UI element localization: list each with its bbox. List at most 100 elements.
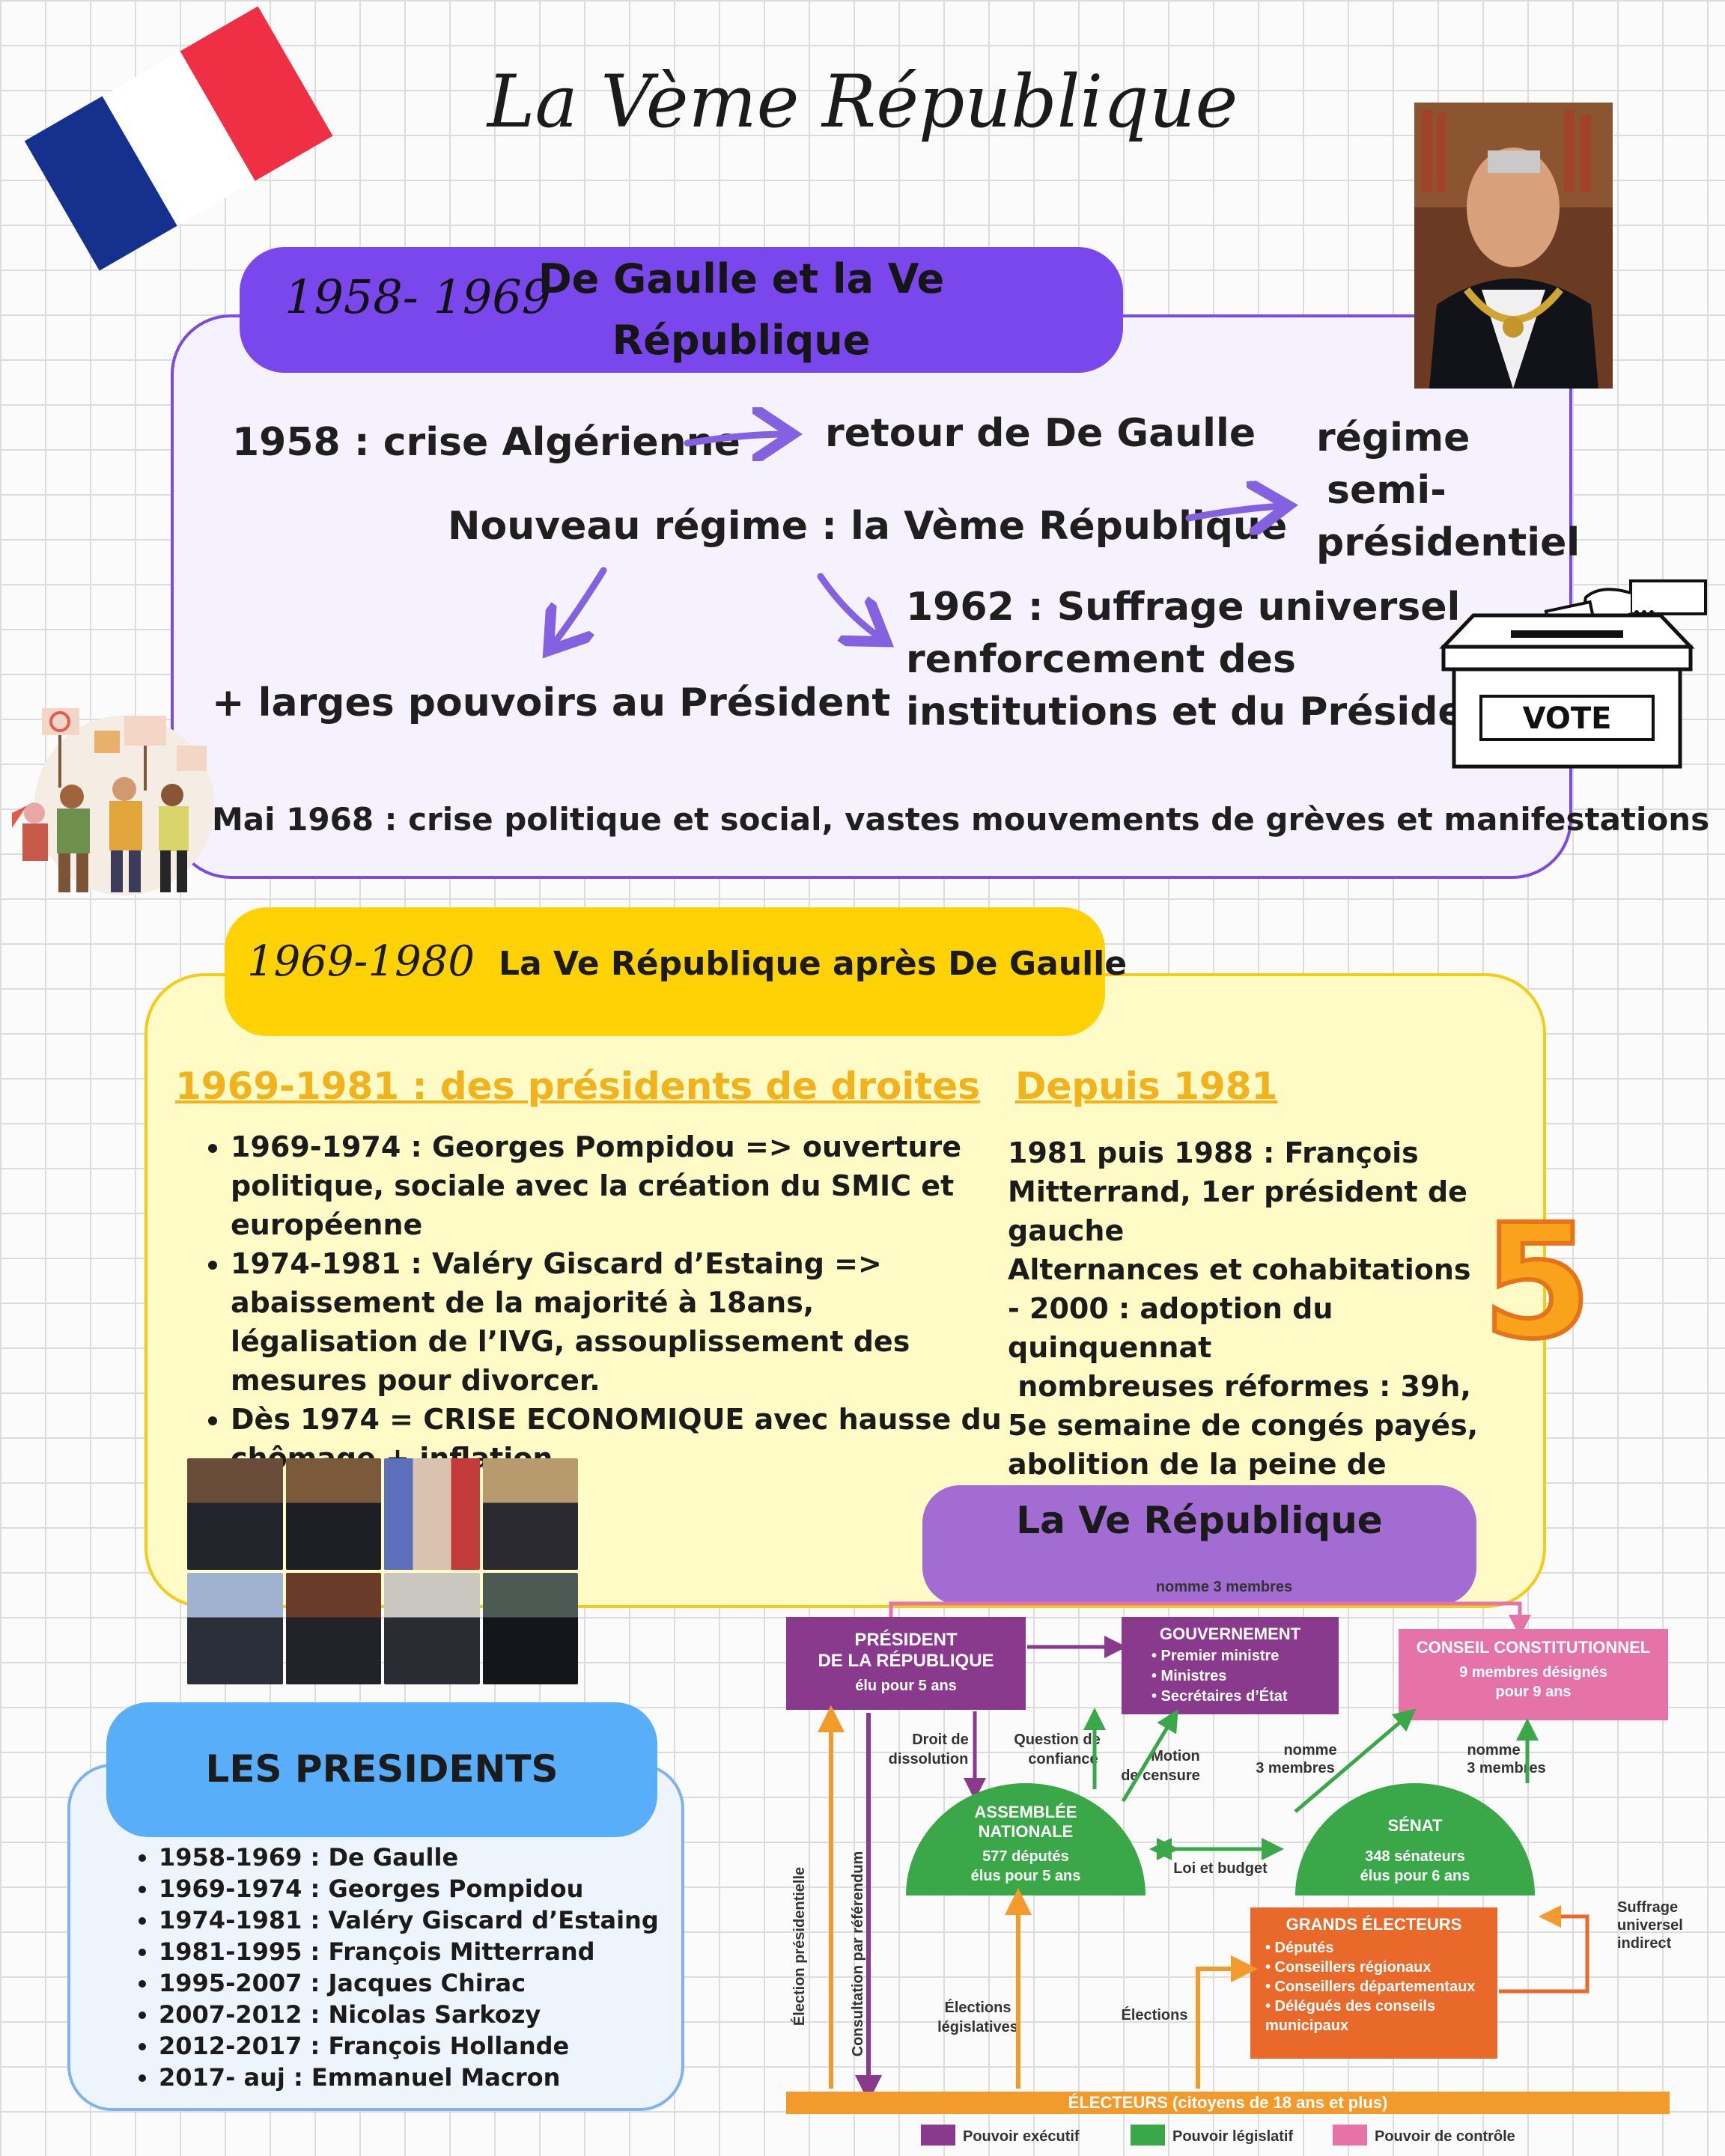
conseil-constitutionnel-box <box>1399 1629 1668 1720</box>
legend-swatch-legislatif <box>1131 2125 1165 2146</box>
text-line: 1981 puis 1988 : François Mitterrand, 1e… <box>1008 1136 1478 1247</box>
de-gaulle-portrait <box>1414 103 1613 389</box>
svg-text:577 députés: 577 députés <box>982 1848 1069 1865</box>
svg-text:nomme: nomme <box>1467 1742 1520 1758</box>
svg-text:• Députés: • Députés <box>1265 1940 1333 1956</box>
page-title: La Vème République <box>487 60 1238 144</box>
grands-electeurs-box <box>1250 1907 1497 2059</box>
svg-text:SÉNAT: SÉNAT <box>1388 1816 1443 1835</box>
portrait-photo <box>285 1458 381 1570</box>
list-item: Dès 1974 = CRISE ECONOMIQUE avec hausse … <box>231 1400 1009 1478</box>
text-line: - 2000 : adoption du quinquennat <box>1008 1292 1343 1364</box>
svg-text:Loi et budget: Loi et budget <box>1173 1860 1268 1877</box>
portrait-photo <box>187 1573 283 1684</box>
svg-text:Élections: Élections <box>1122 2006 1188 2023</box>
senat-shape <box>1295 1783 1535 1895</box>
vote-label: VOTE <box>1523 701 1612 736</box>
diagram-header <box>922 1485 1476 1605</box>
assemblee-nationale-shape <box>906 1783 1146 1895</box>
svg-text:municipaux: municipaux <box>1265 2018 1348 2034</box>
svg-text:ASSEMBLÉE: ASSEMBLÉE <box>975 1803 1077 1821</box>
svg-text:• Délégués des conseils: • Délégués des conseils <box>1265 1998 1435 2015</box>
right-presidents-heading: 1969-1981 : des présidents de droites <box>175 1065 980 1108</box>
presidents-list: 1958-1969 : De Gaulle 1969-1974 : George… <box>129 1842 683 2093</box>
section-after-de-gaulle-header <box>225 907 1105 1036</box>
svg-text:Pouvoir de contrôle: Pouvoir de contrôle <box>1375 2128 1515 2145</box>
svg-text:CONSEIL CONSTITUTIONNEL: CONSEIL CONSTITUTIONNEL <box>1417 1638 1651 1657</box>
section-after-de-gaulle-years: 1969-1980 <box>247 937 475 986</box>
suffrage-text: 1962 : Suffrage universel renforcement d… <box>906 585 1511 734</box>
legend-swatch-executif <box>921 2125 955 2146</box>
list-item: 1974-1981 : Valéry Giscard d’Estaing => … <box>231 1244 1009 1400</box>
svg-text:• Ministres: • Ministres <box>1151 1668 1226 1684</box>
electeurs-bar <box>786 2092 1670 2114</box>
svg-text:élu pour 5 ans: élu pour 5 ans <box>855 1678 957 1694</box>
svg-text:Suffrage: Suffrage <box>1617 1899 1678 1916</box>
election-presidentielle-label: Élection présidentielle <box>791 1867 808 2026</box>
portrait-photo <box>187 1458 283 1570</box>
new-regime-text: Nouveau régime : la Vème République <box>448 504 1288 549</box>
vote-ballot-icon: VOTE <box>1439 579 1707 769</box>
svg-text:Pouvoir législatif: Pouvoir législatif <box>1172 2128 1293 2145</box>
portrait-photo <box>482 1458 578 1570</box>
gouvernement-box <box>1122 1617 1339 1714</box>
list-item: 1981-1995 : François Mitterrand <box>159 1936 683 1967</box>
text-line: nombreuses réformes : 39h, 5e semaine de… <box>1008 1370 1479 1520</box>
svg-text:DE LA RÉPUBLIQUE: DE LA RÉPUBLIQUE <box>818 1650 994 1671</box>
svg-text:3 membres: 3 membres <box>1467 1760 1546 1776</box>
portrait-photo <box>384 1458 480 1570</box>
portrait-photo <box>285 1573 381 1684</box>
presidents-title: LES PRESIDENTS <box>205 1747 559 1791</box>
svg-text:GRANDS ÉLECTEURS: GRANDS ÉLECTEURS <box>1286 1915 1462 1934</box>
french-flag-icon <box>24 6 333 271</box>
svg-text:• Secrétaires d’État: • Secrétaires d’État <box>1151 1687 1288 1705</box>
svg-text:348 sénateurs: 348 sénateurs <box>1365 1848 1464 1865</box>
portrait-photo <box>384 1573 480 1684</box>
crisis-text: 1958 : crise Algérienne <box>232 420 740 465</box>
svg-text:universel: universel <box>1617 1917 1683 1934</box>
svg-text:PRÉSIDENT: PRÉSIDENT <box>854 1629 958 1650</box>
svg-text:élus pour 6 ans: élus pour 6 ans <box>1360 1868 1470 1884</box>
may68-text: Mai 1968 : crise politique et social, va… <box>212 801 1710 838</box>
svg-text:NATIONALE: NATIONALE <box>979 1822 1074 1841</box>
svg-text:• Conseillers régionaux: • Conseillers régionaux <box>1265 1959 1432 1976</box>
svg-text:Pouvoir exécutif: Pouvoir exécutif <box>963 2128 1080 2145</box>
protest-illustration <box>12 708 214 895</box>
list-item: 1969-1974 : Georges Pompidou => ouvertur… <box>231 1127 1009 1244</box>
list-item: 1969-1974 : Georges Pompidou <box>159 1873 683 1904</box>
president-box <box>786 1617 1026 1710</box>
svg-text:pour 9 ans: pour 9 ans <box>1495 1684 1571 1700</box>
section-de-gaulle-header <box>240 247 1123 373</box>
svg-text:Question de: Question de <box>1014 1732 1101 1748</box>
consultation-label: Consultation par référendum <box>850 1851 866 2056</box>
list-item: 1974-1981 : Valéry Giscard d’Estaing <box>159 1904 683 1936</box>
section-de-gaulle-years: 1958- 1969 <box>285 270 552 324</box>
svg-text:Motion: Motion <box>1151 1748 1200 1764</box>
since-1981-text: 1981 puis 1988 : François Mitterrand, 1e… <box>1008 1133 1479 1523</box>
svg-text:ÉLECTEURS (citoyens de 18 ans: ÉLECTEURS (citoyens de 18 ans et plus) <box>1068 2093 1388 2112</box>
five-badge: 5 <box>1480 1190 1594 1374</box>
legend-swatch-controle <box>1333 2125 1367 2146</box>
svg-text:élus pour 5 ans: élus pour 5 ans <box>971 1868 1081 1884</box>
svg-text:dissolution: dissolution <box>889 1751 969 1767</box>
powers-text: + larges pouvoirs au Président <box>212 680 891 725</box>
nomme-top-label: nomme 3 membres <box>1156 1579 1292 1595</box>
presidents-portraits <box>187 1458 578 1684</box>
svg-text:3 membres: 3 membres <box>1256 1760 1335 1776</box>
svg-text:Élections: Élections <box>945 1999 1011 2016</box>
right-presidents-list: 1969-1974 : Georges Pompidou => ouvertur… <box>201 1127 1009 1478</box>
svg-text:• Premier ministre: • Premier ministre <box>1151 1648 1279 1664</box>
list-item: 1995-2007 : Jacques Chirac <box>159 1967 683 1999</box>
list-item: 2012-2017 : François Hollande <box>159 2030 683 2062</box>
since-1981-heading: Depuis 1981 <box>1015 1065 1278 1108</box>
svg-text:confiance: confiance <box>1028 1751 1098 1767</box>
institutions-diagram: nomme 3 membres PRÉSIDENT DE LA RÉPUBLIQ… <box>786 1579 1683 2146</box>
svg-text:9 membres désignés: 9 membres désignés <box>1459 1664 1607 1681</box>
portrait-photo <box>482 1573 578 1684</box>
svg-text:Droit de: Droit de <box>912 1732 969 1748</box>
text-line: Alternances et cohabitations <box>1008 1253 1471 1286</box>
svg-text:GOUVERNEMENT: GOUVERNEMENT <box>1160 1624 1301 1643</box>
section-de-gaulle-title: De Gaulle et la Ve République <box>538 255 945 364</box>
presidents-header <box>106 1702 657 1837</box>
svg-text:indirect: indirect <box>1617 1935 1672 1952</box>
